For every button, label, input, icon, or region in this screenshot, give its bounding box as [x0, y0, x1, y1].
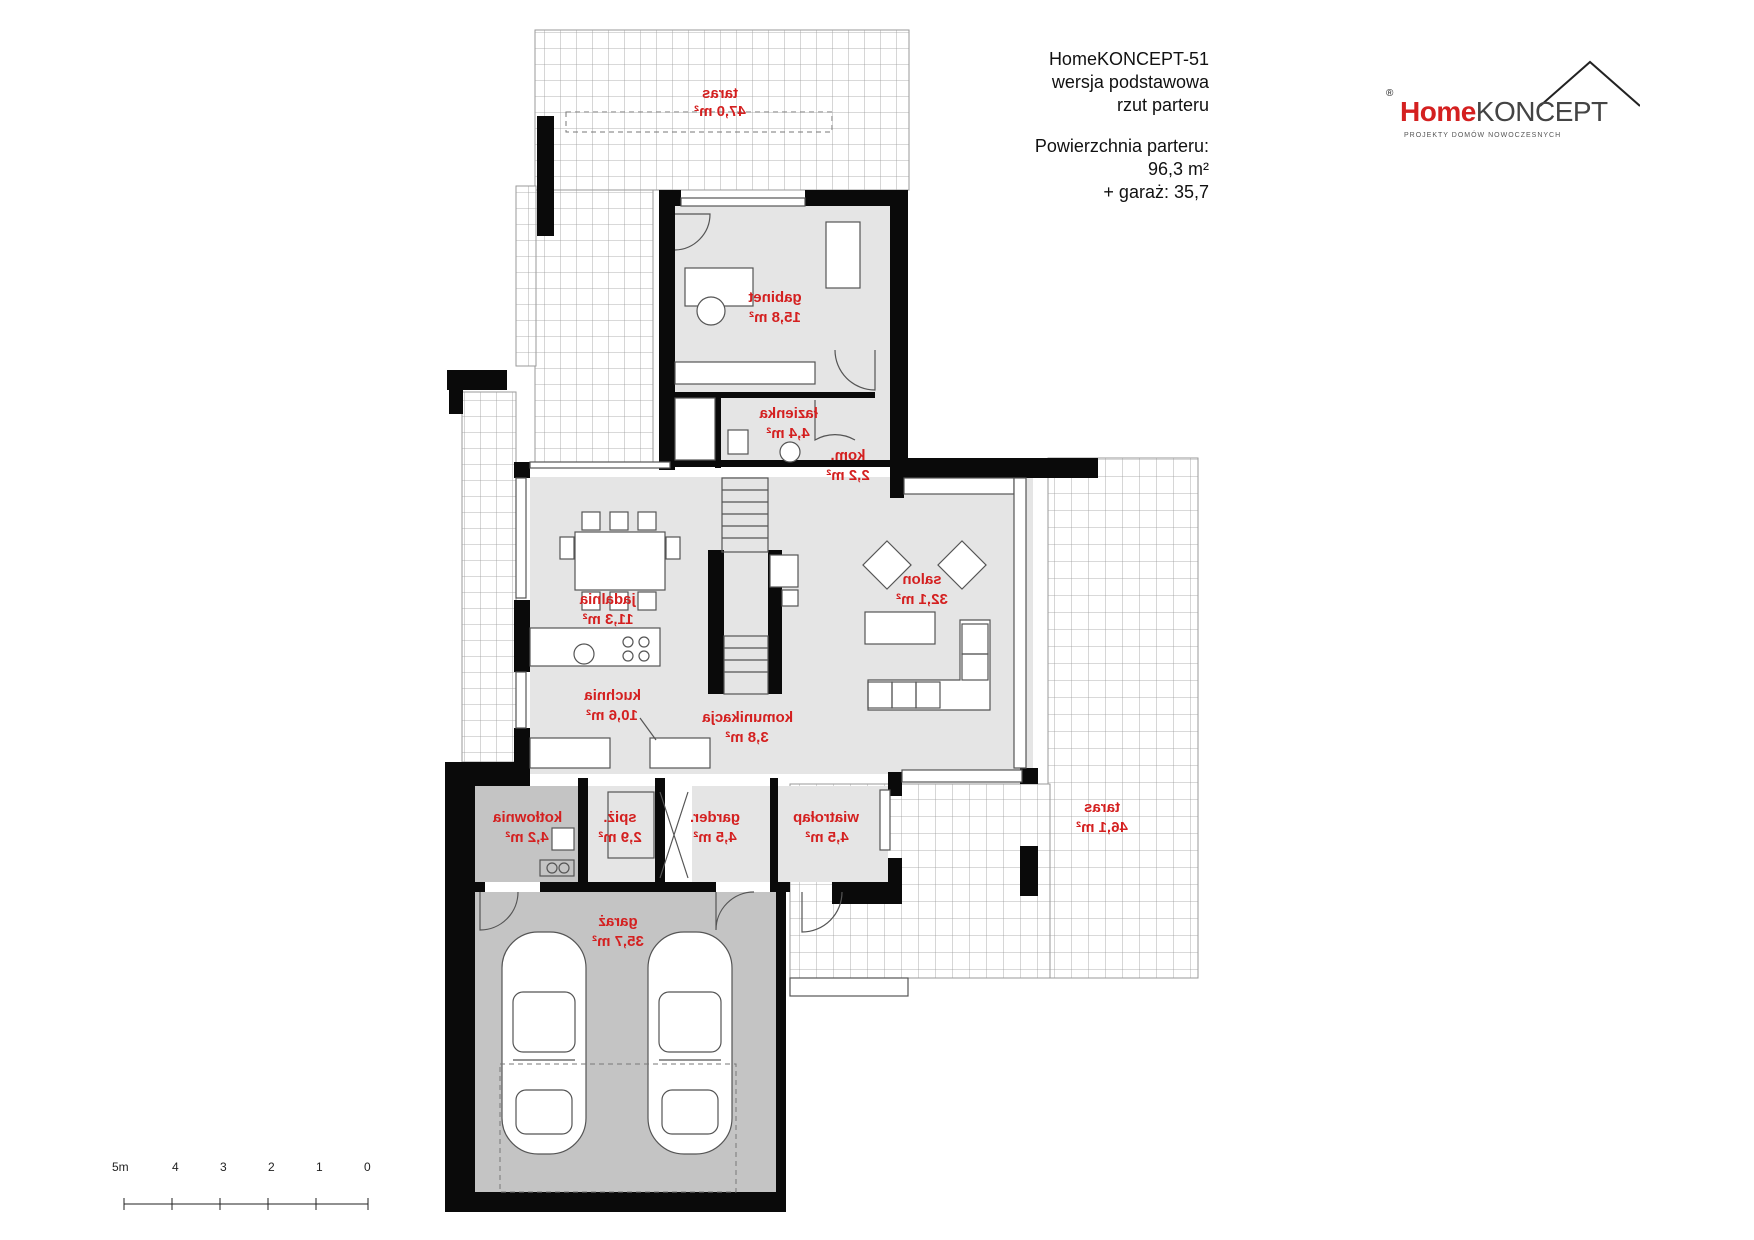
garage-area: + garaż: 35,7	[1103, 182, 1209, 202]
terrace-west	[461, 391, 517, 763]
logo-wordmark: HomeKONCEPT	[1400, 96, 1608, 128]
sheet-name: rzut parteru	[1116, 95, 1209, 115]
logo-tagline: PROJEKTY DOMÓW NOWOCZESNYCH	[1404, 132, 1562, 139]
scale-tick-3: 3	[220, 1160, 227, 1174]
company-logo: ® HomeKONCEPT PROJEKTY DOMÓW NOWOCZESNYC…	[1386, 58, 1640, 144]
svg-text:gabinet: gabinet	[748, 289, 801, 306]
label-komunikacja: komunikacja 3,8 m²	[702, 709, 794, 746]
svg-text:kotłownia: kotłownia	[492, 809, 562, 826]
car-left	[501, 931, 587, 1155]
svg-text:46,1 m²: 46,1 m²	[1076, 819, 1128, 836]
walls	[445, 116, 1098, 1212]
label-wiatrolap: wiatrołap 4,5 m²	[793, 809, 860, 846]
label-garder: garder. 4,5 m²	[690, 809, 740, 846]
scale-bar-graphic	[123, 1198, 369, 1210]
scale-tick-4: 4	[172, 1160, 179, 1174]
svg-text:4,5 m²: 4,5 m²	[693, 829, 736, 846]
label-salon: salon 32,1 m²	[896, 571, 948, 608]
label-garaz: garaż 35,7 m²	[592, 913, 644, 950]
logo-word-koncept: KONCEPT	[1475, 96, 1608, 127]
scale-tick-5m: 5m	[112, 1160, 129, 1174]
scale-tick-0: 0	[364, 1160, 371, 1174]
svg-text:salon: salon	[902, 571, 941, 588]
title-block: HomeKONCEPT-51 wersja podstawowa rzut pa…	[1035, 48, 1209, 204]
garage-door-outline	[499, 1063, 737, 1193]
label-taras-east: taras 46,1 m²	[1076, 799, 1128, 836]
label-gabinet: gabinet 15,8 m²	[748, 289, 801, 326]
terrace-east	[789, 457, 1199, 997]
svg-text:47,0 m²: 47,0 m²	[694, 103, 746, 120]
svg-text:kuchnia: kuchnia	[584, 687, 641, 704]
svg-text:11,3 m²: 11,3 m²	[583, 611, 634, 628]
furniture	[529, 221, 991, 879]
label-lazienka: łazienka 4,4 m²	[759, 405, 818, 442]
svg-text:wiatrołap: wiatrołap	[793, 809, 860, 826]
svg-text:garaż: garaż	[598, 913, 637, 930]
svg-text:3,8 m²: 3,8 m²	[725, 729, 768, 746]
svg-text:kom.: kom.	[830, 447, 865, 464]
logo-word-home: Home	[1400, 96, 1476, 127]
label-kotlownia: kotłownia 4,2 m²	[492, 809, 562, 846]
openings	[479, 197, 1027, 933]
house-roof-icon	[1539, 60, 1640, 107]
svg-text:garder.: garder.	[690, 809, 740, 826]
svg-text:jadalnia: jadalnia	[579, 591, 637, 608]
label-kom: kom. 2,2 m²	[826, 447, 869, 484]
project-name: HomeKONCEPT-51	[1048, 49, 1209, 69]
label-kuchnia: kuchnia 10,6 m²	[584, 687, 641, 724]
terrace-north	[515, 29, 910, 463]
svg-text:łazienka: łazienka	[759, 405, 818, 422]
svg-text:15,8 m²: 15,8 m²	[749, 309, 801, 326]
svg-text:10,6 m²: 10,6 m²	[586, 707, 638, 724]
svg-text:2,2 m²: 2,2 m²	[826, 467, 869, 484]
car-right	[647, 931, 733, 1155]
label-jadalnia: jadalnia 11,3 m²	[579, 591, 637, 628]
svg-text:2,9 m²: 2,9 m²	[598, 829, 641, 846]
registered-mark: ®	[1386, 88, 1394, 99]
svg-text:4,5 m²: 4,5 m²	[805, 829, 848, 846]
area-value: 96,3 m²	[1147, 159, 1209, 179]
svg-text:4,2 m²: 4,2 m²	[505, 829, 548, 846]
label-spiz: spiż. 2,9 m²	[598, 809, 641, 846]
scale-tick-2: 2	[268, 1160, 275, 1174]
svg-text:spiż.: spiż.	[603, 809, 636, 826]
svg-text:32,1 m²: 32,1 m²	[896, 591, 948, 608]
area-label: Powierzchnia parteru:	[1034, 136, 1209, 156]
svg-text:komunikacja: komunikacja	[702, 709, 794, 726]
svg-text:taras: taras	[1084, 799, 1120, 816]
scale-tick-1: 1	[316, 1160, 323, 1174]
svg-text:4,4 m²: 4,4 m²	[766, 425, 809, 442]
svg-text:35,7 m²: 35,7 m²	[592, 933, 644, 950]
svg-text:taras: taras	[702, 85, 738, 102]
project-variant: wersja podstawowa	[1051, 72, 1209, 92]
